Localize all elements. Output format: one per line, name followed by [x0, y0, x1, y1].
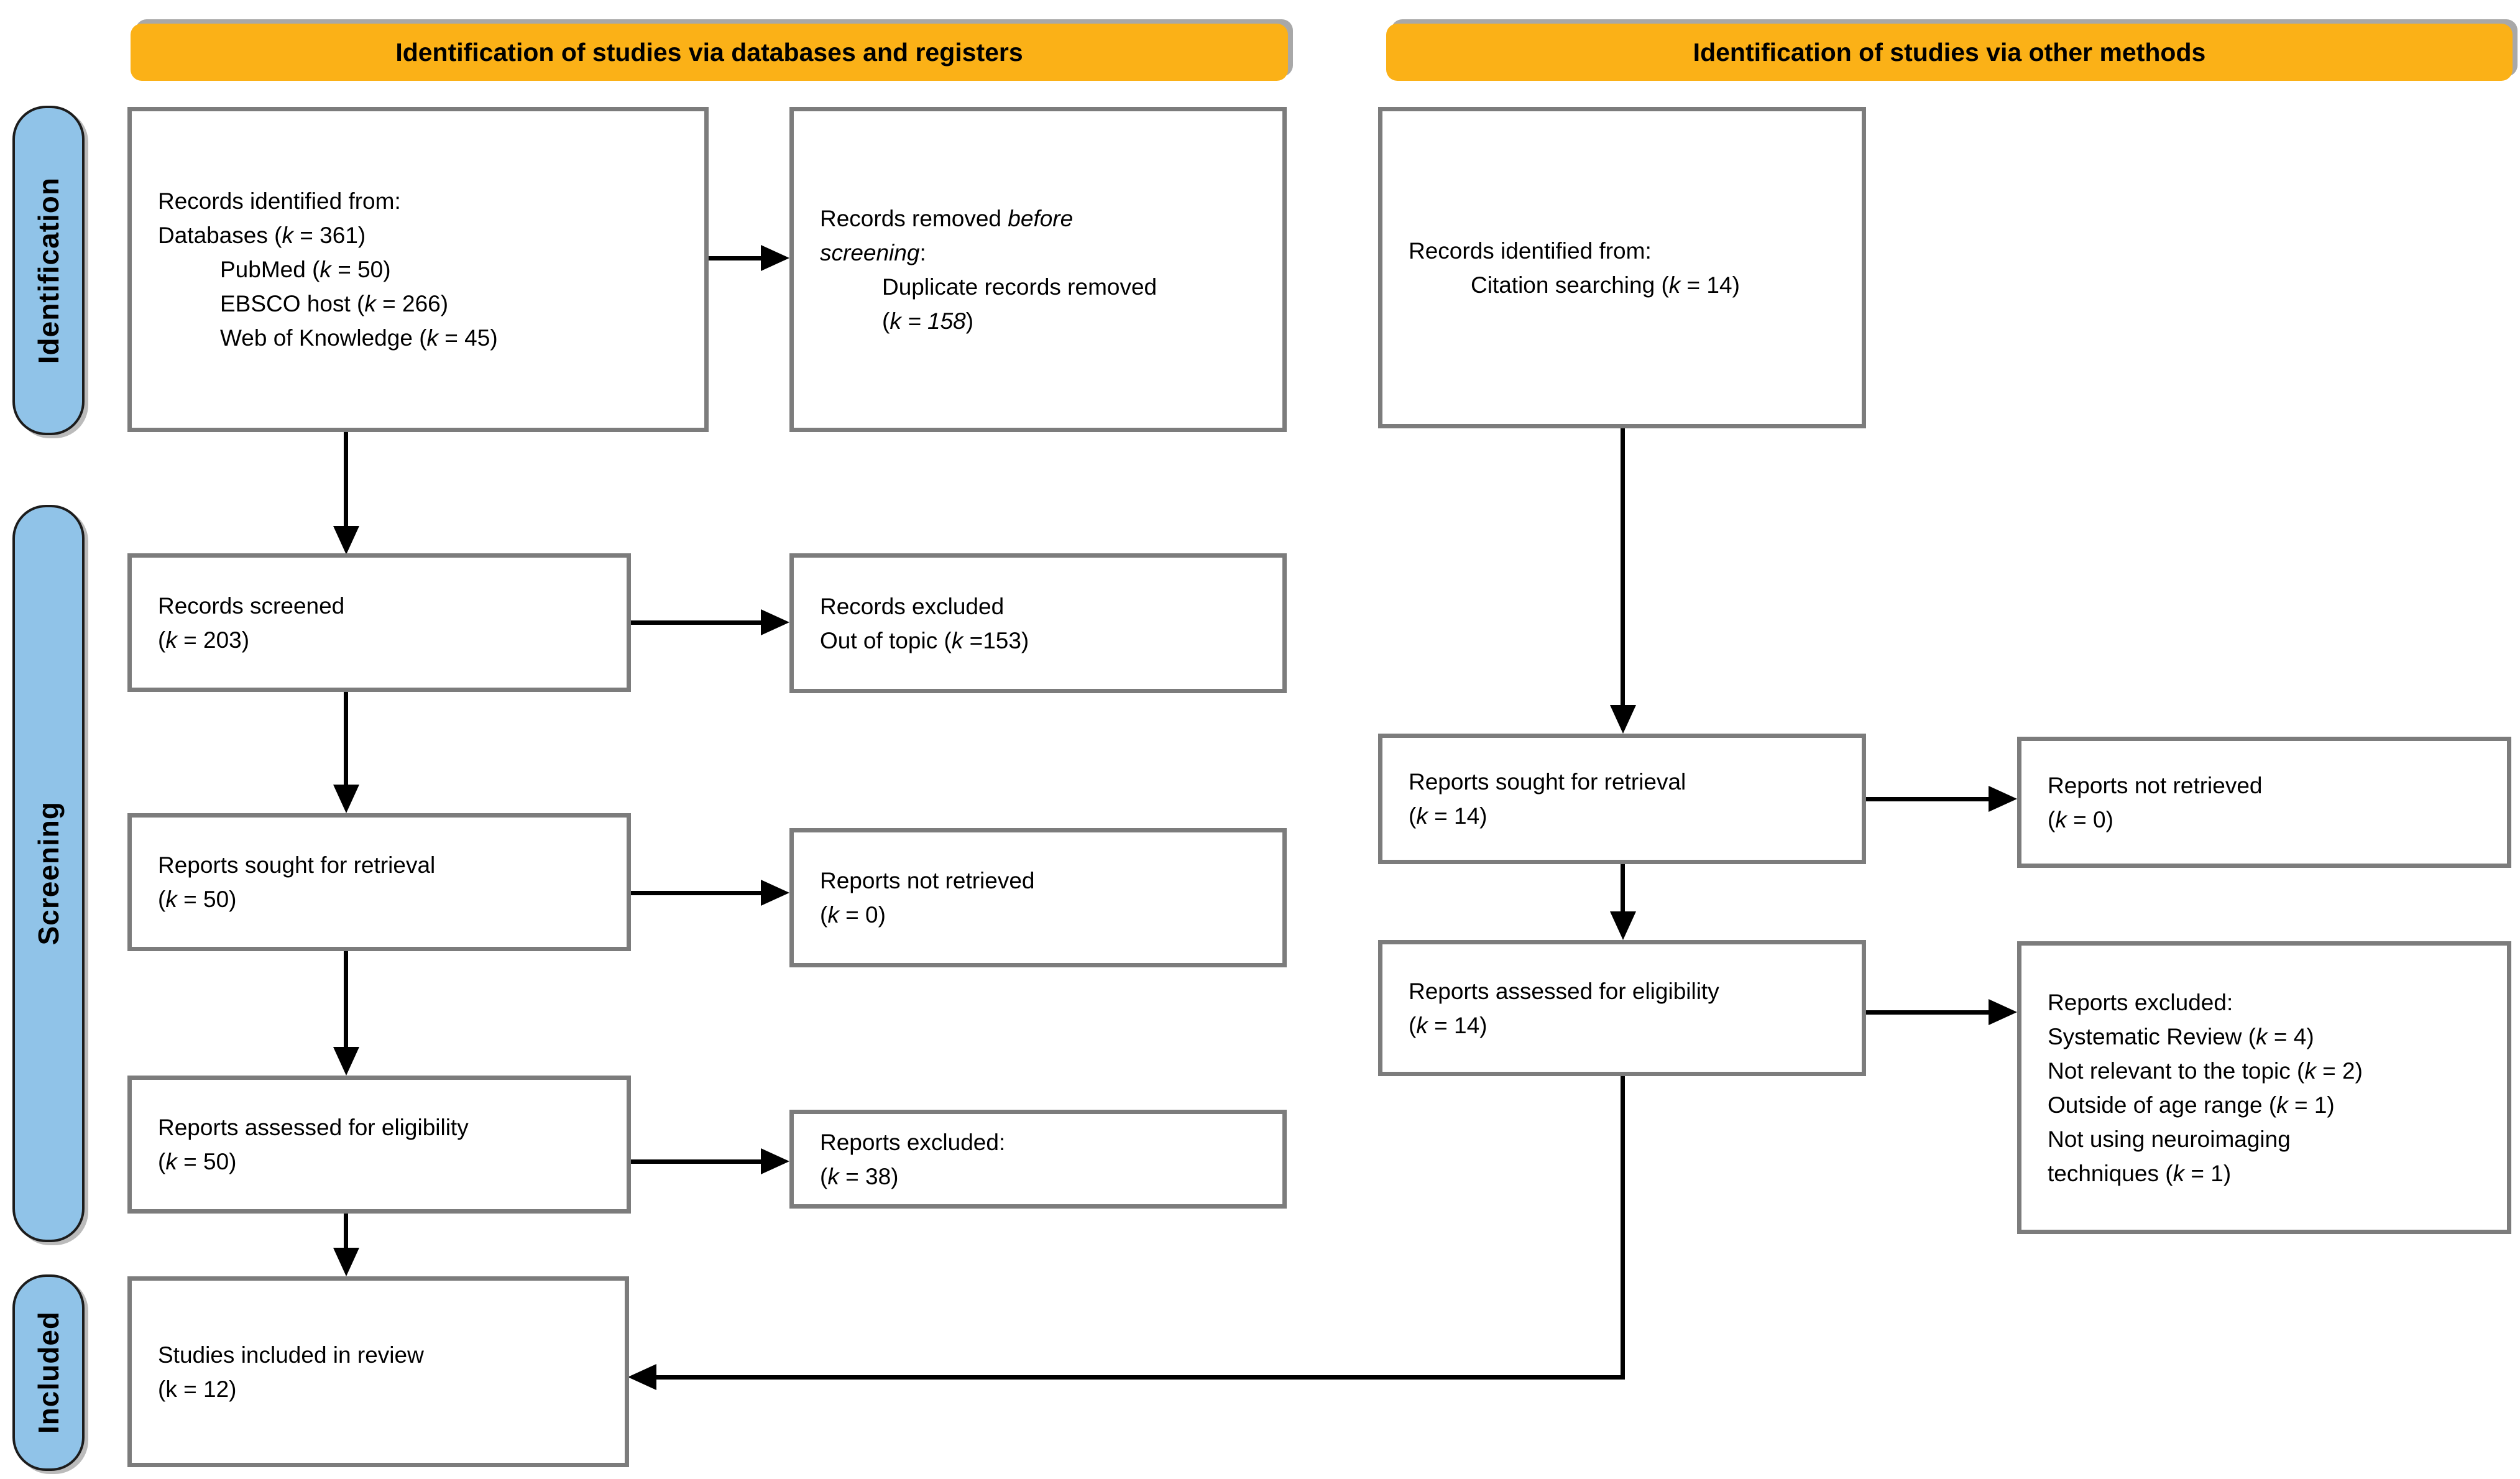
box-text-line: Reports not retrieved — [820, 868, 1035, 893]
box-reports-not-retrieved-databases: Reports not retrieved (k = 0) — [789, 828, 1287, 967]
arrow-citation-to-sought-head — [1610, 705, 1636, 734]
arrow-identified-to-removed-line — [709, 256, 761, 260]
box-text-line: Studies included in review — [158, 1342, 424, 1368]
arrow-identified-to-screened-line — [344, 431, 348, 526]
box-text-line: Outside of age range (k = 1) — [2048, 1092, 2335, 1118]
arrow-sought2-to-notretrieved2-line — [1865, 797, 1989, 801]
sidebar-screening-label: Screening — [32, 801, 65, 946]
arrow-assessed2-to-included-hline — [656, 1375, 1625, 1380]
sidebar-screening: Screening — [12, 505, 85, 1242]
arrow-assessed-to-included-line — [344, 1213, 348, 1248]
box-text-line: Not using neuroimaging — [2048, 1126, 2291, 1152]
arrow-assessed-to-included-head — [333, 1248, 359, 1276]
box-text-line: Reports not retrieved — [2048, 772, 2263, 798]
arrow-identified-to-removed-head — [761, 245, 789, 271]
box-text-line: Reports sought for retrieval — [1409, 769, 1686, 795]
box-records-screened: Records screened (k = 203) — [127, 553, 631, 692]
arrow-sought2-to-assessed2-line — [1621, 864, 1625, 911]
box-text-line: Duplicate records removed — [882, 274, 1157, 300]
box-text-line: (k = 50) — [158, 887, 237, 912]
sidebar-identification: Identification — [12, 106, 85, 435]
box-studies-included-in-review: Studies included in review (k = 12) — [127, 1276, 629, 1467]
box-text-line: screening: — [820, 239, 926, 265]
arrow-sought-to-notretrieved-head — [761, 880, 789, 906]
arrow-screened-to-sought-line — [344, 691, 348, 785]
box-text-line: (k = 0) — [820, 902, 886, 928]
box-reports-assessed-databases: Reports assessed for eligibility (k = 50) — [127, 1076, 631, 1214]
box-text-line: (k = 0) — [2048, 806, 2113, 832]
arrow-identified-to-screened-head — [333, 526, 359, 555]
box-reports-excluded-databases: Reports excluded: (k = 38) — [789, 1110, 1287, 1209]
box-records-removed-before-screening: Records removed before screening: Duplicat… — [789, 107, 1287, 432]
box-text-line: (k = 50) — [158, 1149, 237, 1174]
box-text-line: Reports excluded: — [2048, 989, 2233, 1015]
arrow-assessed2-to-excluded2-head — [1989, 999, 2017, 1025]
banner-databases-label: Identification of studies via databases … — [395, 37, 1023, 67]
box-text-line: Out of topic (k =153) — [820, 627, 1029, 653]
box-text-line: Web of Knowledge (k = 45) — [220, 325, 498, 351]
box-text-line: (k = 158) — [882, 308, 974, 334]
box-text-line: (k = 38) — [820, 1163, 899, 1189]
arrow-assessed-to-excluded-head — [761, 1148, 789, 1174]
box-reports-assessed-other: Reports assessed for eligibility (k = 14) — [1378, 940, 1866, 1076]
box-text-line: (k = 14) — [1409, 803, 1488, 829]
sidebar-included-label: Included — [32, 1311, 65, 1434]
box-text-line: EBSCO host (k = 266) — [220, 291, 449, 316]
sidebar-identification-label: Identification — [32, 177, 65, 364]
box-text-line: Records removed before — [820, 205, 1074, 231]
box-text-line: PubMed (k = 50) — [220, 257, 391, 282]
box-text-line: Not relevant to the topic (k = 2) — [2048, 1057, 2363, 1084]
sidebar-included: Included — [12, 1274, 85, 1471]
box-records-identified-citation: Records identified from: Citation searchi… — [1378, 107, 1866, 428]
arrow-assessed-to-excluded-line — [631, 1159, 761, 1164]
box-text-line: Reports assessed for eligibility — [1409, 978, 1719, 1004]
box-text-line: Citation searching (k = 14) — [1471, 272, 1740, 298]
box-text-line: Reports assessed for eligibility — [158, 1115, 469, 1140]
arrow-sought2-to-assessed2-head — [1610, 911, 1636, 940]
box-reports-sought-other: Reports sought for retrieval (k = 14) — [1378, 734, 1866, 864]
box-text-line: Records screened — [158, 592, 345, 619]
box-text-line: (k = 14) — [1409, 1012, 1488, 1038]
box-reports-not-retrieved-other: Reports not retrieved (k = 0) — [2017, 737, 2511, 868]
box-text-line: Databases (k = 361) — [158, 223, 366, 248]
arrow-sought-to-notretrieved-line — [631, 891, 761, 895]
box-text-line: Records identified from: — [1409, 237, 1652, 264]
arrow-sought-to-assessed-line — [344, 951, 348, 1047]
arrow-assessed2-to-included-head — [628, 1364, 656, 1390]
box-text-line: (k = 203) — [158, 627, 250, 653]
arrow-screened-to-sought-head — [333, 785, 359, 813]
arrow-screened-to-excluded-line — [631, 620, 761, 625]
arrow-sought2-to-notretrieved2-head — [1989, 786, 2017, 812]
box-reports-sought-databases: Reports sought for retrieval (k = 50) — [127, 813, 631, 951]
arrow-screened-to-excluded-head — [761, 609, 789, 635]
box-text-line: (k = 12) — [158, 1376, 237, 1402]
box-text-line: Reports sought for retrieval — [158, 852, 436, 878]
banner-other-methods-label: Identification of studies via other meth… — [1693, 37, 2206, 67]
banner-other-methods: Identification of studies via other meth… — [1386, 24, 2513, 81]
box-text-line: Records excluded — [820, 593, 1005, 619]
arrow-assessed2-to-included-vline — [1621, 1075, 1625, 1380]
arrow-sought-to-assessed-head — [333, 1047, 359, 1076]
box-text-line: Reports excluded: — [820, 1129, 1006, 1155]
box-records-identified-databases: Records identified from: Databases (k = 3… — [127, 107, 709, 432]
arrow-citation-to-sought-line — [1621, 427, 1625, 705]
banner-databases-registers: Identification of studies via databases … — [131, 24, 1288, 81]
box-text-line: Systematic Review (k = 4) — [2048, 1023, 2314, 1049]
box-text-line: techniques (k = 1) — [2048, 1160, 2232, 1186]
arrow-assessed2-to-excluded2-line — [1865, 1010, 1989, 1015]
box-text-line: Records identified from: — [158, 188, 401, 214]
box-reports-excluded-other: Reports excluded: Systematic Review (k = … — [2017, 941, 2511, 1234]
